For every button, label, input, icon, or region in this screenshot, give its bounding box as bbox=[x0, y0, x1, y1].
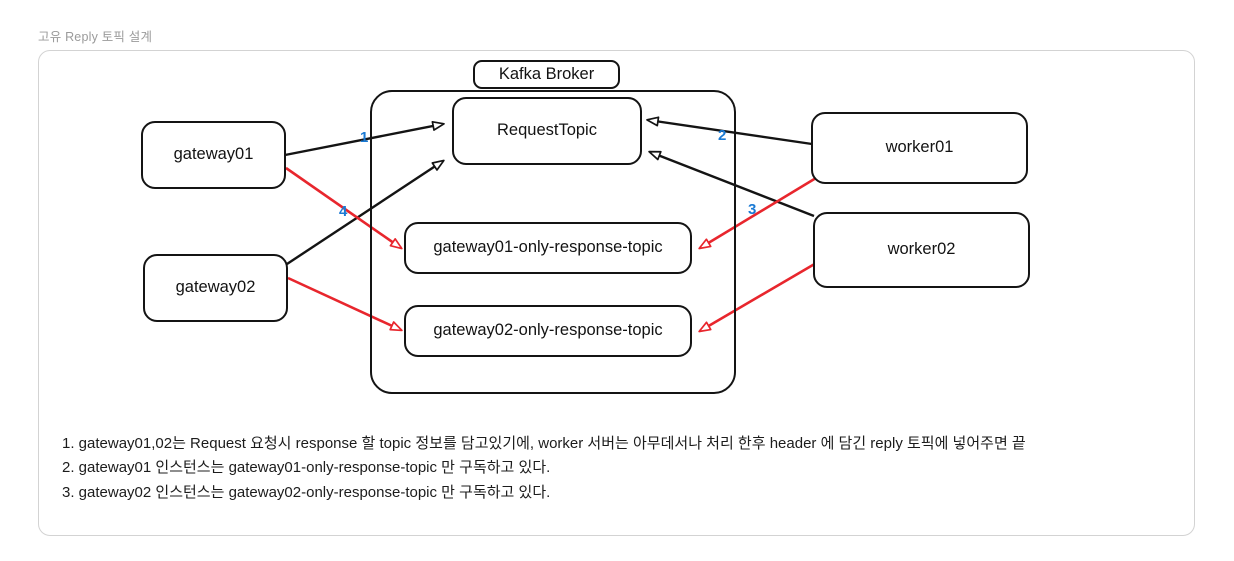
page-title: 고유 Reply 토픽 설계 bbox=[38, 30, 153, 44]
kafka-broker-label[interactable]: Kafka Broker bbox=[473, 60, 620, 89]
edge-label-1: 1 bbox=[360, 129, 369, 146]
topic-gateway01-only-response-topic[interactable]: gateway01-only-response-topic bbox=[404, 222, 692, 274]
edge-label-3: 3 bbox=[748, 201, 757, 218]
edge-label-2: 2 bbox=[718, 127, 727, 144]
node-gateway02[interactable]: gateway02 bbox=[143, 254, 288, 322]
topic-gateway02-only-response-topic[interactable]: gateway02-only-response-topic bbox=[404, 305, 692, 357]
note-line: 3. gateway02 인스턴스는 gateway02-only-respon… bbox=[62, 483, 551, 501]
edge-label-4: 4 bbox=[339, 203, 348, 220]
notes-list: 1. gateway01,02는 Request 요청시 response 할 … bbox=[62, 432, 1172, 505]
note-line: 1. gateway01,02는 Request 요청시 response 할 … bbox=[62, 435, 1026, 452]
node-gateway01[interactable]: gateway01 bbox=[141, 121, 286, 189]
node-worker01[interactable]: worker01 bbox=[811, 112, 1028, 184]
topic-request-topic[interactable]: RequestTopic bbox=[452, 97, 642, 165]
node-worker02[interactable]: worker02 bbox=[813, 212, 1030, 288]
note-line: 2. gateway01 인스턴스는 gateway01-only-respon… bbox=[62, 459, 551, 477]
